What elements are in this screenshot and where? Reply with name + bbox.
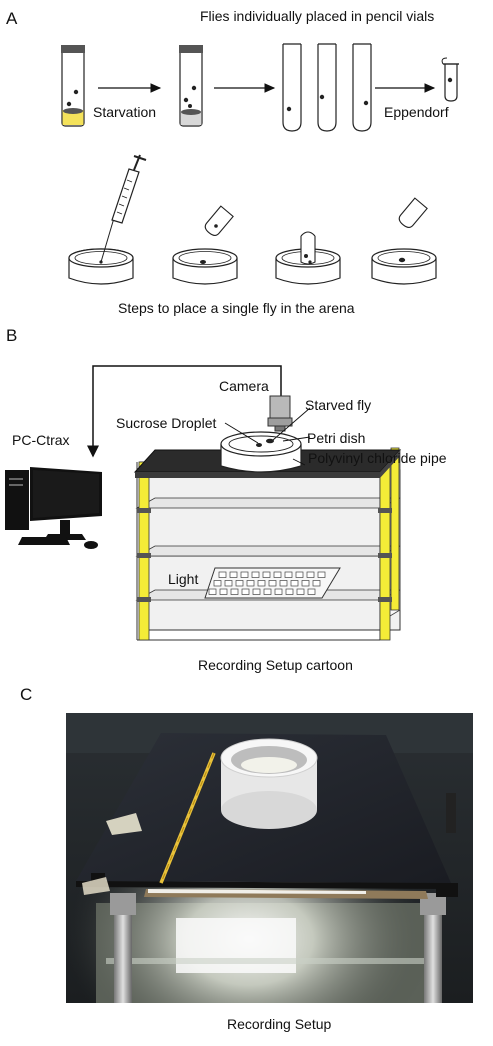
panel-b-letter: B	[6, 326, 18, 345]
led-cell	[262, 571, 271, 578]
panel-c-letter: C	[20, 685, 33, 704]
camera-icon	[267, 395, 293, 432]
led-cell	[241, 588, 250, 595]
pencil-vial-2	[317, 43, 337, 132]
petri-dish-label: Petri dish	[307, 430, 366, 446]
led-cell	[312, 580, 321, 587]
led-cell	[296, 588, 305, 595]
eppendorf-tube	[441, 57, 459, 102]
led-cell	[268, 580, 277, 587]
led-cell	[284, 571, 293, 578]
camera-label: Camera	[219, 378, 269, 394]
steps-caption: Steps to place a single fly in the arena	[118, 300, 355, 316]
recording-setup-photo	[66, 713, 473, 1003]
computer-icon	[5, 467, 102, 549]
led-cell	[285, 588, 294, 595]
dish-step-4	[371, 197, 437, 285]
dish-step-3	[275, 231, 341, 285]
vial-with-food	[61, 45, 85, 127]
led-cell	[273, 571, 282, 578]
led-cell	[251, 571, 260, 578]
led-cell	[219, 588, 228, 595]
cartoon-caption: Recording Setup cartoon	[198, 657, 353, 673]
vials-header: Flies individually placed in pencil vial…	[200, 8, 435, 24]
recording-setup-cartoon	[5, 365, 402, 641]
led-cell	[306, 571, 315, 578]
panel-a-letter: A	[6, 9, 18, 28]
led-cell	[246, 580, 255, 587]
starvation-label: Starvation	[93, 104, 157, 120]
led-cell	[279, 580, 288, 587]
led-cell	[252, 588, 261, 595]
led-cell	[235, 580, 244, 587]
pc-ctrax-label: PC-Ctrax	[12, 432, 70, 448]
led-cell	[263, 588, 272, 595]
sucrose-droplet-label: Sucrose Droplet	[116, 415, 217, 431]
dish-step-2	[172, 205, 238, 285]
led-grid	[208, 571, 326, 595]
starved-fly-label: Starved fly	[305, 397, 372, 413]
light-label: Light	[168, 571, 199, 587]
vial-starvation	[179, 45, 203, 127]
led-cell	[301, 580, 310, 587]
syringe-icon	[100, 154, 147, 263]
led-cell	[295, 571, 304, 578]
pencil-vial-3	[352, 43, 372, 132]
petri-dish-arena	[220, 431, 302, 473]
eppendorf-label: Eppendorf	[384, 104, 449, 120]
led-cell	[257, 580, 266, 587]
led-cell	[213, 580, 222, 587]
led-cell	[230, 588, 239, 595]
photo-caption: Recording Setup	[227, 1016, 332, 1032]
recording-rig	[133, 447, 402, 641]
led-cell	[218, 571, 227, 578]
dish-step-1	[68, 248, 134, 285]
led-cell	[208, 588, 217, 595]
led-cell	[317, 571, 326, 578]
led-cell	[290, 580, 299, 587]
pencil-vial-1	[282, 43, 302, 132]
led-cell	[240, 571, 249, 578]
led-cell	[307, 588, 316, 595]
pvc-pipe-label: Polyvinyl chloride pipe	[308, 450, 447, 466]
led-cell	[274, 588, 283, 595]
led-cell	[229, 571, 238, 578]
panel-a-illustration	[61, 43, 459, 285]
led-cell	[224, 580, 233, 587]
